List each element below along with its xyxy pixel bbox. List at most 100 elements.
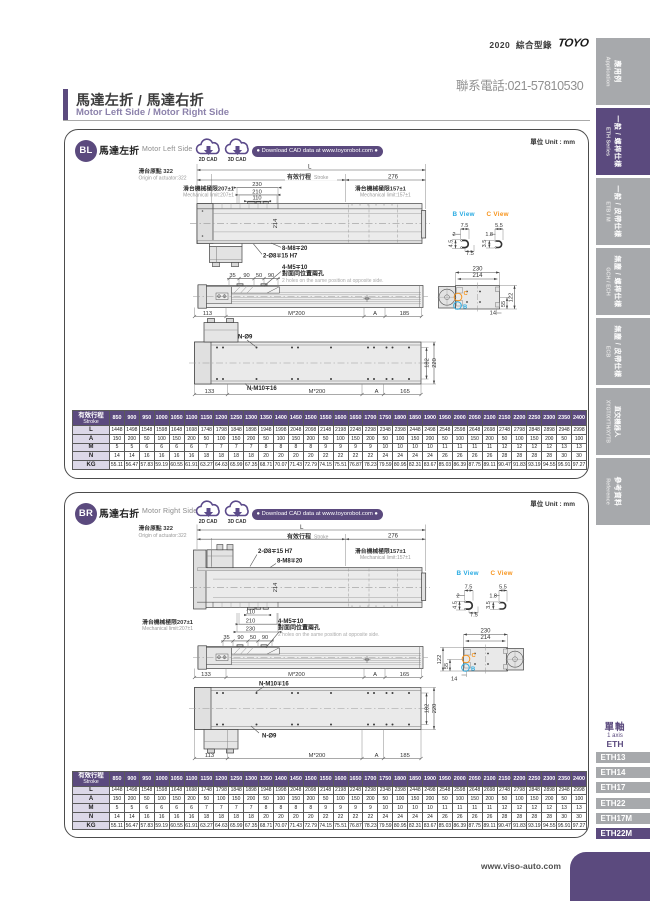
svg-text:230: 230 [472, 267, 483, 273]
svg-text:3D CAD: 3D CAD [228, 519, 247, 524]
svg-text:214: 214 [273, 219, 279, 229]
svg-text:A: A [375, 753, 379, 759]
svg-text:N-Ø9: N-Ø9 [238, 335, 253, 341]
svg-text:滑台機械極限157±1: 滑台機械極限157±1 [355, 547, 407, 555]
svg-text:182: 182 [425, 358, 431, 368]
svg-text:214: 214 [273, 583, 279, 593]
svg-text:2: 2 [452, 232, 455, 238]
svg-text:TOYO: TOYO [558, 38, 590, 49]
svg-text:8-M8∓20: 8-M8∓20 [282, 246, 308, 252]
svg-text:3.5: 3.5 [482, 240, 488, 248]
svg-text:214: 214 [472, 273, 483, 279]
svg-text:1.8: 1.8 [489, 593, 497, 599]
svg-text:122: 122 [509, 293, 515, 303]
svg-text:有效行程: 有效行程 [287, 532, 311, 540]
svg-text:2D CAD: 2D CAD [199, 157, 218, 162]
svg-text:滑台機械極限157±1: 滑台機械極限157±1 [355, 184, 407, 192]
svg-text:M*200: M*200 [309, 389, 326, 395]
svg-text:2-Ø8∓15 H7: 2-Ø8∓15 H7 [258, 549, 293, 555]
svg-text:3D CAD: 3D CAD [228, 157, 247, 162]
svg-text:122: 122 [437, 655, 443, 665]
svg-text:Mechanical limit:207±1: Mechanical limit:207±1 [142, 626, 193, 632]
svg-text:2: 2 [456, 593, 459, 599]
svg-text:B View: B View [453, 211, 475, 218]
svg-text:220: 220 [432, 358, 438, 368]
svg-text:185: 185 [400, 753, 410, 759]
svg-text:35: 35 [223, 635, 229, 641]
svg-text:50: 50 [256, 273, 262, 279]
svg-text:8-M8∓20: 8-M8∓20 [277, 558, 303, 564]
svg-text:Origin of actuator:322: Origin of actuator:322 [139, 533, 187, 539]
svg-text:N-Ø9: N-Ø9 [262, 733, 277, 739]
svg-text:M*200: M*200 [288, 672, 305, 678]
svg-text:滑台原點 322: 滑台原點 322 [139, 167, 173, 175]
svg-text:Mechanical limit:207±1: Mechanical limit:207±1 [183, 193, 234, 199]
svg-text:2D CAD: 2D CAD [199, 519, 218, 524]
svg-text:A: A [373, 311, 377, 317]
svg-text:Stroke: Stroke [314, 534, 329, 540]
svg-text:1.8: 1.8 [485, 232, 493, 238]
svg-text:Mechanical limit:157±1: Mechanical limit:157±1 [360, 193, 411, 199]
svg-text:165: 165 [400, 389, 410, 395]
svg-text:230: 230 [246, 627, 256, 633]
svg-text:5.5: 5.5 [495, 223, 503, 229]
svg-text:B: B [463, 305, 467, 311]
svg-text:4.5: 4.5 [452, 601, 458, 609]
svg-text:L: L [300, 524, 304, 531]
svg-text:滑台機械極限207±1: 滑台機械極限207±1 [142, 618, 194, 626]
svg-text:110: 110 [252, 196, 261, 202]
svg-text:4-M5∓10: 4-M5∓10 [278, 619, 304, 625]
svg-text:C View: C View [491, 570, 513, 577]
svg-text:Mechanical limit:157±1: Mechanical limit:157±1 [360, 555, 411, 561]
svg-text:90: 90 [243, 273, 249, 279]
svg-text:2-Ø8∓15 H7: 2-Ø8∓15 H7 [263, 254, 298, 260]
svg-text:M*200: M*200 [309, 753, 326, 759]
svg-text:7.5: 7.5 [470, 613, 478, 619]
svg-text:M*200: M*200 [288, 311, 305, 317]
svg-text:90: 90 [268, 273, 274, 279]
svg-text:90: 90 [262, 635, 268, 641]
svg-text:C: C [464, 291, 469, 297]
svg-text:L: L [308, 164, 312, 171]
svg-text:N-M10∓16: N-M10∓16 [259, 681, 289, 687]
svg-text:230: 230 [252, 182, 262, 188]
svg-text:有效行程: 有效行程 [287, 173, 311, 181]
svg-text:230: 230 [480, 629, 491, 635]
svg-text:133: 133 [201, 672, 211, 678]
svg-text:35: 35 [229, 273, 235, 279]
svg-text:滑台原點 322: 滑台原點 322 [139, 524, 173, 532]
svg-text:滑台機械極限207±1: 滑台機械極限207±1 [183, 184, 235, 192]
svg-text:14: 14 [451, 676, 457, 682]
svg-text:對面同位置兩孔: 對面同位置兩孔 [282, 270, 324, 278]
svg-text:110: 110 [246, 610, 255, 616]
svg-text:185: 185 [400, 311, 410, 317]
svg-text:C View: C View [487, 211, 509, 218]
svg-text:55: 55 [501, 301, 507, 307]
svg-text:A: A [373, 672, 377, 678]
svg-text:A: A [375, 389, 379, 395]
svg-text:113: 113 [203, 311, 212, 317]
svg-text:214: 214 [480, 635, 491, 641]
svg-text:7.5: 7.5 [461, 223, 469, 229]
svg-text:對面同位置兩孔: 對面同位置兩孔 [278, 624, 320, 632]
svg-text:B View: B View [457, 570, 479, 577]
svg-text:276: 276 [388, 174, 399, 180]
svg-text:B: B [471, 667, 475, 673]
svg-text:7.5: 7.5 [465, 585, 473, 591]
svg-text:2 holes on the same position a: 2 holes on the same position at opposite… [278, 632, 379, 638]
svg-text:Origin of actuator:322: Origin of actuator:322 [139, 176, 187, 182]
svg-text:276: 276 [388, 534, 399, 540]
svg-text:182: 182 [425, 704, 431, 714]
svg-text:90: 90 [237, 635, 243, 641]
svg-text:N-M10∓16: N-M10∓16 [247, 386, 277, 392]
svg-text:4.5: 4.5 [448, 240, 454, 248]
svg-text:2 holes on the same position a: 2 holes on the same position at opposite… [282, 278, 383, 284]
svg-text:50: 50 [250, 635, 256, 641]
svg-text:165: 165 [400, 672, 410, 678]
svg-text:C: C [472, 653, 477, 659]
svg-text:3.5: 3.5 [486, 601, 492, 609]
svg-text:Stroke: Stroke [314, 175, 329, 181]
svg-text:133: 133 [205, 389, 215, 395]
svg-text:5.5: 5.5 [499, 585, 507, 591]
svg-text:220: 220 [432, 704, 438, 714]
